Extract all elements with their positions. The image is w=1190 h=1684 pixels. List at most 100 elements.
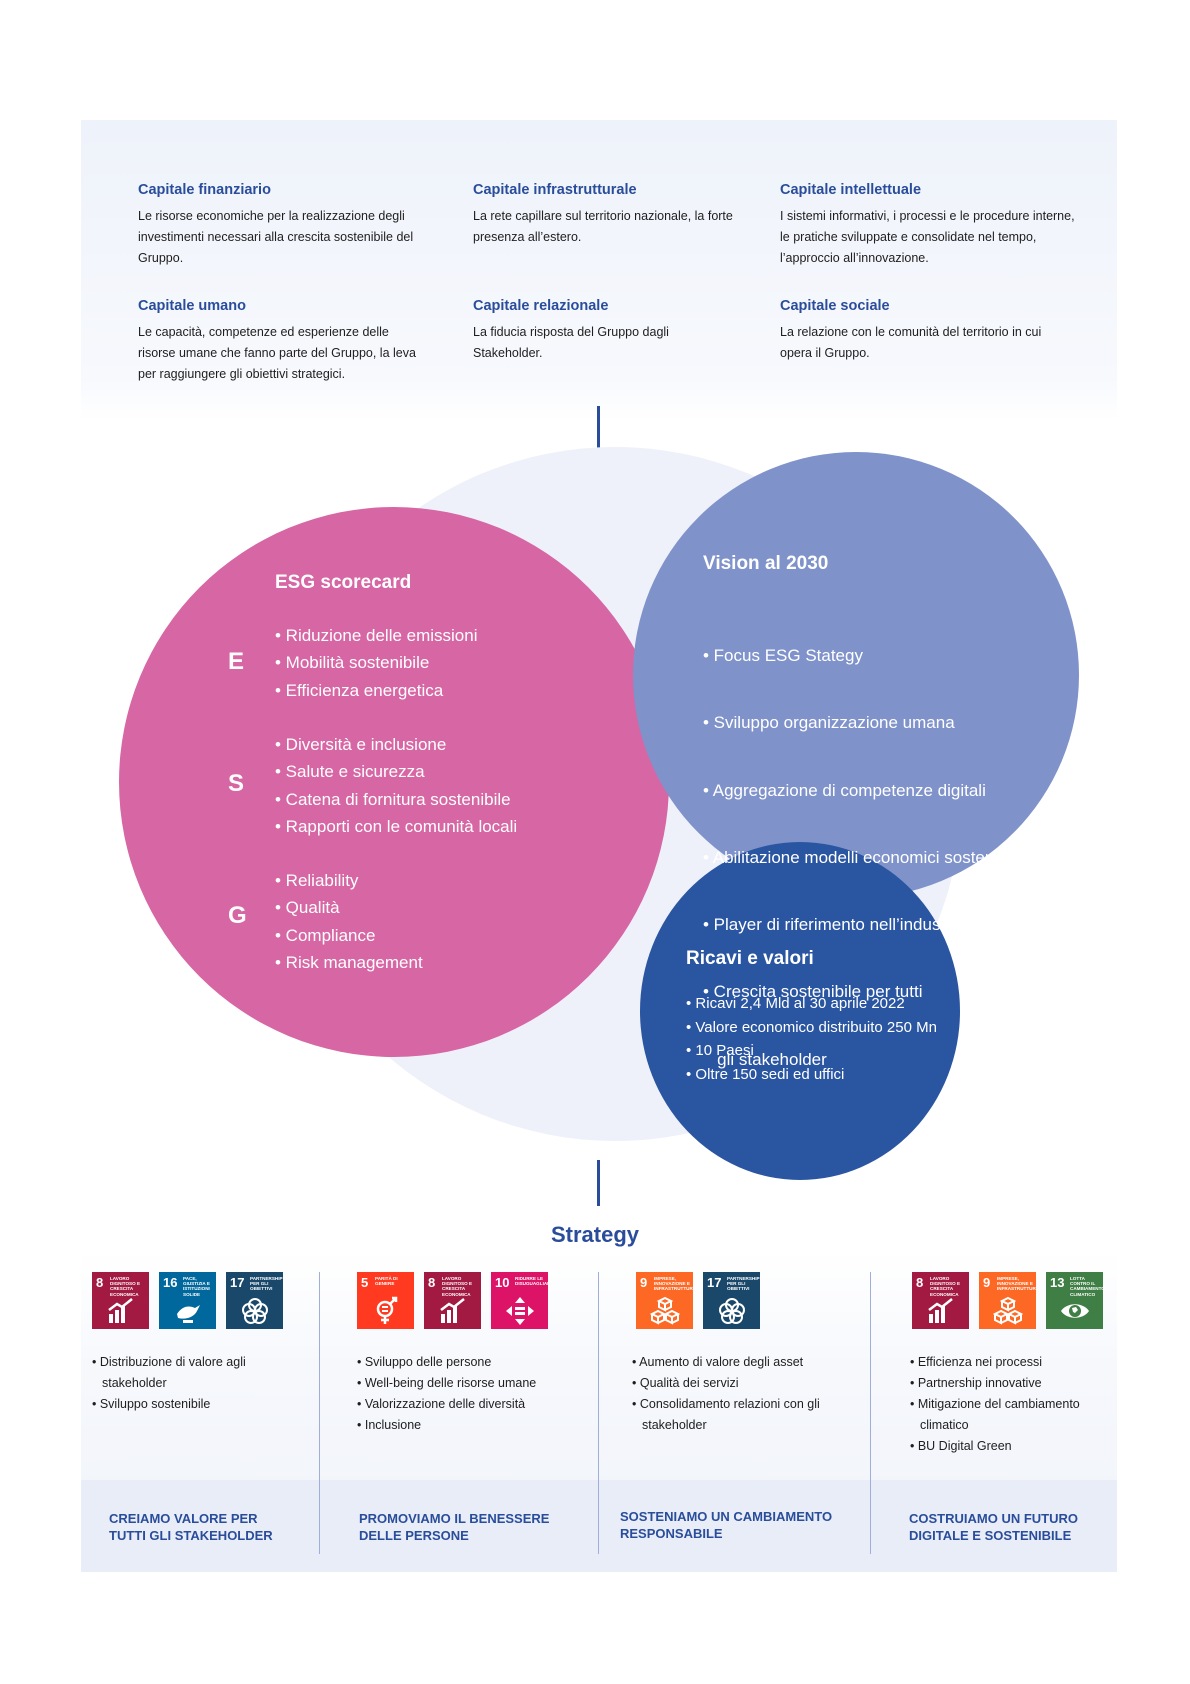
growth-chart-icon (440, 1298, 465, 1323)
capital-title: Capitale infrastrutturale (473, 182, 637, 198)
list-item: • Aumento di valore degli asset (632, 1355, 804, 1369)
sdg-row-2: 5Parità di genere 8Lavoro dignitoso e cr… (357, 1272, 548, 1329)
list-item: • Catena di fornitura sostenibile (275, 789, 511, 809)
capital-sociale: Capitale sociale La relazione con le com… (780, 298, 1060, 364)
list-item: • Valorizzazione delle diversità (357, 1397, 526, 1411)
rings-icon (719, 1298, 745, 1324)
list-item: gli stakeholder (703, 1049, 827, 1069)
list-item: • Efficienza energetica (275, 680, 444, 700)
sdg-row-4: 8Lavoro dignitoso e crescita economica 9… (912, 1272, 1103, 1329)
strategy-list-4: • Efficienza nei processi • Partnership … (910, 1352, 1110, 1457)
capital-umano: Capitale umano Le capacità, competenze e… (138, 298, 428, 385)
gender-icon (376, 1296, 398, 1324)
dove-icon (177, 1305, 200, 1323)
sdg-row-1: 8Lavoro dignitoso e crescita economica 1… (92, 1272, 283, 1329)
list-item: • Inclusione (357, 1418, 422, 1432)
sdg-badge: 5Parità di genere (357, 1272, 414, 1329)
column-divider (319, 1272, 320, 1554)
strategy-list-3: • Aumento di valore degli asset • Qualit… (632, 1352, 842, 1436)
esg-title: ESG scorecard (275, 572, 412, 593)
esg-letter-s: S (228, 770, 245, 797)
strategy-list-2: • Sviluppo delle persone • Well-being de… (357, 1352, 587, 1436)
sdg-badge: 10Ridurre le disuguaglianze (491, 1272, 548, 1329)
esg-letter-g: G (228, 902, 247, 929)
list-item: • Ricavi 2,4 Mld al 30 aprile 2022 (686, 995, 905, 1012)
list-item: • Sviluppo sostenibile (92, 1397, 211, 1411)
vision-list: • Focus ESG Stategy • Sviluppo organizza… (703, 602, 1023, 1093)
equality-icon (506, 1297, 534, 1325)
column-divider (598, 1272, 599, 1554)
esg-letter-e: E (228, 648, 245, 675)
list-item: • Consolidamento relazioni con gli stake… (632, 1397, 820, 1432)
list-item: • Aggregazione di competenze digitali (703, 780, 986, 800)
pillar-label-3: SOSTENIAMO UN CAMBIAMENTO RESPONSABILE (620, 1509, 833, 1541)
list-item: • Valore economico distribuito 250 Mn (686, 1018, 937, 1036)
sdg-badge: 17Partnership per gli obiettivi (703, 1272, 760, 1329)
sdg-badge: 9Imprese, innovazione e infrastrutture (636, 1272, 693, 1329)
growth-chart-icon (928, 1298, 953, 1323)
cubes-icon (993, 1296, 1023, 1325)
list-item: • Abilitazione modelli economici sosteni… (703, 847, 1019, 867)
list-item: • BU Digital Green (910, 1439, 1012, 1453)
list-item: • Partnership innovative (910, 1376, 1042, 1390)
sdg-badge: 17Partnership per gli obiettivi (226, 1272, 283, 1329)
list-item: • Focus ESG Stategy (703, 646, 863, 665)
sdg-badge: 9Imprese, innovazione e infrastrutture (979, 1272, 1036, 1329)
list-item: • Qualità (275, 898, 340, 918)
esg-g-list: • Reliability • Qualità • Compliance • R… (275, 867, 423, 976)
capital-intellettuale: Capitale intellettuale I sistemi informa… (780, 182, 1080, 269)
list-item: • Compliance (275, 925, 376, 945)
cubes-icon (650, 1296, 680, 1325)
list-item: • Rapporti con le comunità locali (275, 816, 518, 836)
column-divider (870, 1272, 871, 1554)
esg-s-list: • Diversità e inclusione • Salute e sicu… (275, 731, 517, 840)
sdg-badge: 16Pace, giustizia e istituzioni solide (159, 1272, 216, 1329)
capital-text: Le capacità, competenze ed esperienze de… (138, 325, 416, 381)
list-item: • Player di riferimento nell’industria d… (703, 915, 1023, 935)
sdg-row-3: 9Imprese, innovazione e infrastrutture 1… (636, 1272, 760, 1329)
bottom-strip (81, 1480, 1117, 1572)
vision-circle (633, 452, 1079, 898)
strategy-title: Strategy (550, 1222, 640, 1247)
sdg-badge: 8Lavoro dignitoso e crescita economica (92, 1272, 149, 1329)
capital-title: Capitale finanziario (138, 182, 271, 198)
sdg-badge: 8Lavoro dignitoso e crescita economica (424, 1272, 481, 1329)
list-item: • Qualità dei servizi (632, 1376, 739, 1390)
connector-line-top (597, 406, 600, 452)
ricavi-list: • Ricavi 2,4 Mld al 30 aprile 2022 • Val… (686, 992, 937, 1086)
capital-text: La relazione con le comunità del territo… (780, 325, 1042, 360)
vision-title: Vision al 2030 (703, 553, 829, 574)
capital-relazionale: Capitale relazionale La fiducia risposta… (473, 298, 723, 364)
capital-title: Capitale relazionale (473, 298, 609, 314)
list-item: • Sviluppo delle persone (357, 1355, 492, 1369)
sdg-badge: 8Lavoro dignitoso e crescita economica (912, 1272, 969, 1329)
rings-icon (242, 1298, 268, 1324)
list-item: • Riduzione delle emissioni (275, 626, 478, 645)
list-item: • Mitigazione del cambiamento climatico (910, 1397, 1080, 1432)
capital-title: Capitale umano (138, 298, 246, 314)
strategy-list-1: • Distribuzione di valore agli stakehold… (92, 1352, 302, 1415)
capital-text: I sistemi informativi, i processi e le p… (780, 209, 1075, 265)
pillar-label-4: COSTRUIAMO UN FUTURO DIGITALE E SOSTENIB… (909, 1511, 1078, 1543)
connector-line-bottom (597, 1160, 600, 1206)
list-item: • Mobilità sostenibile (275, 653, 430, 673)
esg-e-list: • Riduzione delle emissioni • Mobilità s… (275, 622, 478, 704)
list-item: • Efficienza nei processi (910, 1355, 1042, 1369)
capital-title: Capitale intellettuale (780, 182, 922, 198)
capital-text: Le risorse economiche per la realizzazio… (138, 209, 414, 265)
capital-infrastrutturale: Capitale infrastrutturale La rete capill… (473, 182, 753, 248)
list-item: • Oltre 150 sedi ed uffici (686, 1065, 845, 1083)
list-item: • Diversità e inclusione (275, 735, 447, 754)
pillar-label-1: CREIAMO VALORE PER TUTTI GLI STAKEHOLDER (109, 1511, 273, 1543)
pillar-label-2: PROMOVIAMO IL BENESSERE DELLE PERSONE (359, 1511, 550, 1543)
list-item: • Sviluppo organizzazione umana (703, 713, 955, 733)
ricavi-circle (640, 842, 960, 1180)
capital-finanziario: Capitale finanziario Le risorse economic… (138, 182, 428, 269)
list-item: • Salute e sicurezza (275, 762, 425, 782)
growth-chart-icon (108, 1298, 133, 1323)
eye-earth-icon (1061, 1304, 1089, 1318)
ricavi-title: Ricavi e valori (686, 948, 814, 969)
list-item: • Distribuzione di valore agli stakehold… (92, 1355, 246, 1390)
capital-text: La rete capillare sul territorio naziona… (473, 209, 733, 244)
capital-title: Capitale sociale (780, 298, 890, 314)
